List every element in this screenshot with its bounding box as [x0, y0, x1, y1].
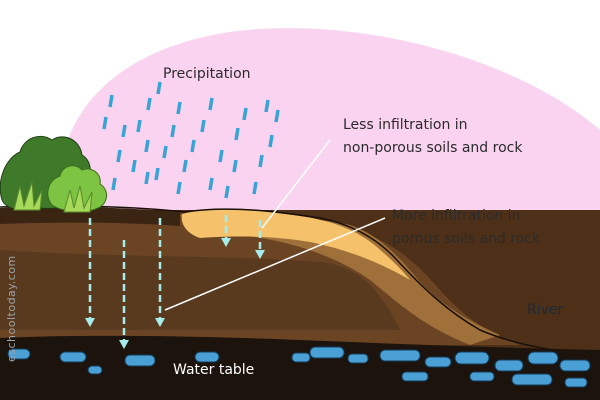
arrowhead [155, 318, 165, 327]
groundwater-pool [424, 356, 452, 368]
groundwater-pool [7, 348, 31, 360]
rain-drop [170, 124, 176, 138]
bush-icon [0, 136, 107, 213]
rain-drop [108, 94, 114, 108]
label-water-table: Water table [173, 362, 254, 378]
water-table-band [0, 335, 600, 400]
rain-drop [234, 127, 240, 141]
groundwater-pool [454, 351, 490, 365]
rain-drop [274, 109, 280, 123]
arrowhead [255, 250, 265, 259]
rain-drop [242, 107, 248, 121]
rain-drop [218, 149, 224, 163]
groundwater-pool [559, 359, 591, 372]
label-more-infiltration-line2: porous soils and rock [392, 231, 541, 247]
groundwater-pool [59, 351, 87, 363]
rain-drop [121, 124, 127, 138]
label-less-infiltration-line1: Less infiltration in [343, 117, 468, 133]
label-river: River [527, 302, 564, 318]
rain-drop [102, 116, 108, 130]
ground-surface-line [0, 205, 600, 356]
rain-drop [264, 99, 270, 113]
leader-line-more-infiltration [164, 217, 386, 311]
rain-drop [136, 119, 142, 133]
hill-top-layer [180, 214, 500, 345]
rain-drop [258, 154, 264, 168]
rain-drop [144, 171, 150, 185]
rain-drop [154, 167, 160, 181]
groundwater-pool [401, 371, 429, 382]
groundwater-pool [194, 351, 220, 363]
rain-drop [146, 97, 152, 111]
rain-drop [144, 139, 150, 153]
groundwater-pool [494, 359, 524, 372]
arrowhead [119, 340, 129, 349]
groundwater-pool [379, 349, 421, 362]
groundwater-pool [469, 371, 495, 382]
watermark: eschooltoday.com [5, 255, 18, 362]
infiltration-arrowheads [85, 238, 265, 349]
rain-drop [176, 101, 182, 115]
rain-drop [111, 177, 117, 191]
rain-drop [268, 134, 274, 148]
rain-drop [182, 159, 188, 173]
arrowhead [85, 318, 95, 327]
arrowhead [221, 238, 231, 247]
rain-drop [208, 177, 214, 191]
label-less-infiltration-line2: non-porous soils and rock [343, 140, 523, 156]
groundwater-pool [527, 351, 559, 365]
rain-drop [232, 159, 238, 173]
non-porous-soil-layer [181, 209, 410, 280]
groundwater-pool [291, 352, 311, 363]
rain-drop [162, 145, 168, 159]
rain-drop [208, 97, 214, 111]
topsoil-layer [0, 206, 180, 226]
rain-drop [190, 139, 196, 153]
leader-line-less-infiltration [261, 139, 331, 229]
soil-band-dark [0, 250, 400, 330]
rain-drop [176, 181, 182, 195]
groundwater-pools [7, 346, 591, 388]
groundwater-pool [347, 353, 369, 364]
rain-drop [156, 81, 162, 95]
groundwater-pool [87, 365, 103, 375]
rain-drop [224, 185, 230, 199]
rain-drop [252, 181, 258, 195]
label-more-infiltration-line1: More infiltration in [392, 208, 520, 224]
rain-drop [131, 159, 137, 173]
rain-drop [116, 149, 122, 163]
rain-drops [102, 81, 280, 199]
groundwater-pool [511, 373, 553, 386]
rain-drop [200, 119, 206, 133]
groundwater-pool [309, 346, 345, 359]
groundwater-pool [564, 377, 588, 388]
label-precipitation: Precipitation [163, 66, 251, 82]
infiltration-arrows [88, 215, 262, 340]
groundwater-pool [124, 354, 156, 367]
